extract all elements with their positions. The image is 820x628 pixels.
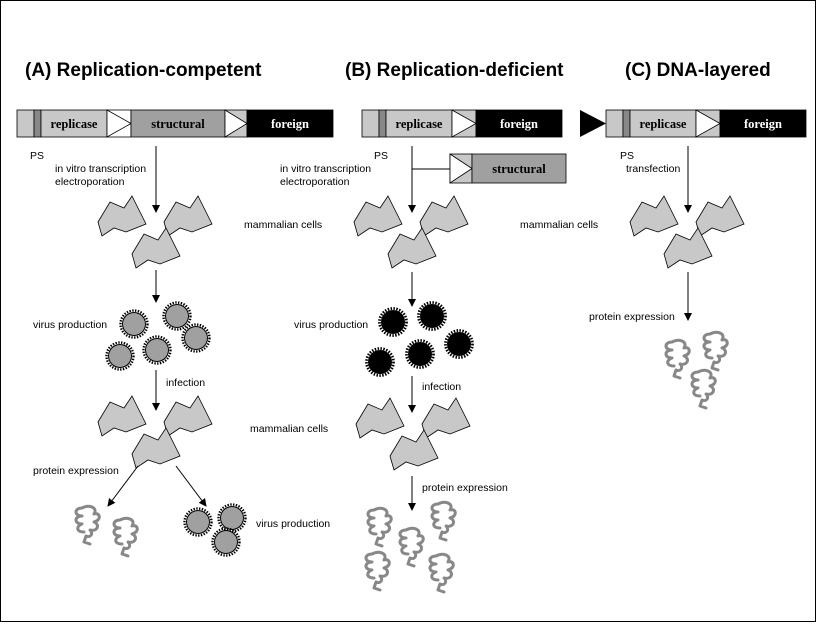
mammalian-cells-label-3: mammalian cells bbox=[520, 219, 598, 231]
virus-production-label-a2: virus production bbox=[256, 518, 330, 530]
segment-replicase-a: replicase bbox=[51, 117, 98, 131]
transfection-label: transfection bbox=[626, 163, 680, 175]
helper-construct-b: structural bbox=[449, 153, 567, 184]
protein-expression-label-b: protein expression bbox=[422, 482, 508, 494]
protein-expression-label-a: protein expression bbox=[33, 465, 119, 477]
mammalian-cells-label-1: mammalian cells bbox=[244, 219, 322, 231]
segment-foreign-a: foreign bbox=[271, 117, 309, 131]
virus-production-label-a: virus production bbox=[33, 319, 107, 331]
segment-replicase-b: replicase bbox=[396, 117, 443, 131]
segment-replicase-c: replicase bbox=[640, 117, 687, 131]
construct-a: replicase structural foreign bbox=[16, 109, 334, 138]
title-a: (A) Replication-competent bbox=[25, 60, 262, 81]
title-b: (B) Replication-deficient bbox=[345, 60, 564, 81]
electroporation-label-a: electroporation bbox=[55, 176, 125, 188]
panel-b: replicase foreign structural PS in vitro… bbox=[244, 109, 567, 594]
infection-label-a: infection bbox=[166, 377, 205, 389]
ps-label-b: PS bbox=[374, 150, 388, 162]
title-c: (C) DNA-layered bbox=[625, 60, 771, 81]
ps-label-a: PS bbox=[30, 150, 44, 162]
panel-c: replicase foreign PS transfection mammal… bbox=[520, 109, 807, 410]
protein-expression-label-c: protein expression bbox=[589, 311, 675, 323]
promoter-triangle-icon bbox=[580, 110, 606, 137]
infection-label-b: infection bbox=[422, 381, 461, 393]
electroporation-label-b: electroporation bbox=[280, 176, 350, 188]
virus-production-label-b: virus production bbox=[294, 319, 368, 331]
segment-foreign-c: foreign bbox=[744, 117, 782, 131]
ivt-label-b: in vitro transcription bbox=[280, 163, 371, 175]
segment-foreign-b: foreign bbox=[500, 117, 538, 131]
ps-label-c: PS bbox=[620, 150, 634, 162]
mammalian-cells-label-2: mammalian cells bbox=[250, 423, 328, 435]
ivt-label-a: in vitro transcription bbox=[55, 163, 146, 175]
construct-c: replicase foreign bbox=[580, 109, 807, 138]
construct-b: replicase foreign bbox=[361, 109, 563, 138]
segment-structural-a: structural bbox=[151, 117, 205, 131]
panel-a: replicase structural foreign PS in vitro… bbox=[16, 109, 334, 558]
segment-structural-b: structural bbox=[492, 162, 546, 176]
